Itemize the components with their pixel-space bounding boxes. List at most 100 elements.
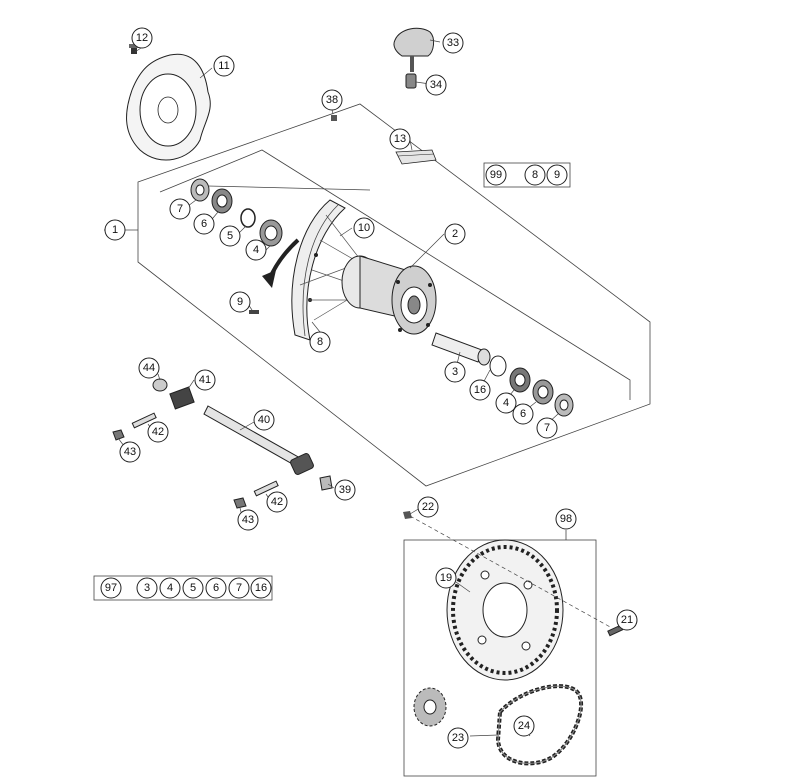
adjuster-bolt-upper bbox=[112, 412, 157, 441]
svg-text:12: 12 bbox=[136, 32, 148, 44]
svg-text:99: 99 bbox=[490, 169, 502, 181]
svg-text:19: 19 bbox=[440, 572, 452, 584]
svg-text:42: 42 bbox=[152, 426, 164, 438]
callout-7-left: 7 bbox=[169, 198, 191, 220]
kit-97-box bbox=[93, 575, 273, 601]
svg-text:5: 5 bbox=[190, 582, 196, 594]
svg-text:43: 43 bbox=[242, 514, 254, 526]
brake-disc bbox=[126, 53, 211, 161]
svg-text:40: 40 bbox=[258, 414, 270, 426]
svg-text:8: 8 bbox=[317, 336, 323, 348]
callout-7-right: 7 bbox=[536, 417, 558, 439]
callout-24: 24 bbox=[513, 715, 535, 737]
svg-text:7: 7 bbox=[236, 582, 242, 594]
svg-text:13: 13 bbox=[394, 133, 406, 145]
callout-42-lower: 42 bbox=[266, 491, 288, 513]
kit-97-item-5: 5 bbox=[182, 577, 204, 599]
svg-text:3: 3 bbox=[144, 582, 150, 594]
svg-text:4: 4 bbox=[253, 244, 259, 256]
svg-text:16: 16 bbox=[255, 582, 267, 594]
callout-98: 98 bbox=[555, 508, 577, 530]
callout-6-right: 6 bbox=[512, 403, 534, 425]
spoke-nipple bbox=[249, 310, 259, 314]
svg-text:39: 39 bbox=[339, 484, 351, 496]
axle bbox=[203, 405, 314, 475]
kit-99-item-8: 8 bbox=[524, 164, 546, 186]
left-bearing-stack bbox=[190, 178, 283, 247]
svg-text:22: 22 bbox=[422, 501, 434, 513]
chain-adjuster bbox=[152, 378, 195, 410]
valve-cap bbox=[331, 115, 337, 121]
callout-10: 10 bbox=[353, 217, 375, 239]
svg-text:21: 21 bbox=[621, 614, 633, 626]
callout-23: 23 bbox=[447, 727, 469, 749]
wheel-rim bbox=[291, 199, 346, 341]
svg-text:38: 38 bbox=[326, 94, 338, 106]
svg-text:9: 9 bbox=[237, 296, 243, 308]
rotation-arrow-head bbox=[262, 270, 276, 288]
svg-text:33: 33 bbox=[447, 37, 459, 49]
svg-text:24: 24 bbox=[518, 720, 530, 732]
cush-drive-part bbox=[393, 27, 435, 89]
callout-12: 12 bbox=[131, 27, 153, 49]
rear-sprocket bbox=[446, 539, 564, 681]
callout-22: 22 bbox=[417, 496, 439, 518]
callout-4-left: 4 bbox=[245, 239, 267, 261]
kit-97-item-6: 6 bbox=[205, 577, 227, 599]
svg-text:7: 7 bbox=[544, 422, 550, 434]
svg-text:4: 4 bbox=[503, 397, 509, 409]
callout-34: 34 bbox=[425, 74, 447, 96]
callout-4-right: 4 bbox=[495, 392, 517, 414]
callout-6-left: 6 bbox=[193, 213, 215, 235]
callout-5: 5 bbox=[219, 225, 241, 247]
svg-text:6: 6 bbox=[520, 408, 526, 420]
svg-text:42: 42 bbox=[271, 496, 283, 508]
hub-inner-frame bbox=[159, 149, 631, 400]
wheel-hub bbox=[341, 255, 437, 335]
callout-97: 97 bbox=[100, 577, 122, 599]
kit-97-item-16: 16 bbox=[250, 577, 272, 599]
svg-text:34: 34 bbox=[430, 79, 442, 91]
assembly-axis bbox=[409, 515, 613, 629]
front-sprocket bbox=[413, 687, 447, 727]
callout-8: 8 bbox=[309, 331, 331, 353]
callout-99: 99 bbox=[485, 164, 507, 186]
callout-13: 13 bbox=[389, 128, 411, 150]
svg-text:6: 6 bbox=[213, 582, 219, 594]
axle-cap bbox=[319, 475, 333, 491]
adjuster-bolt-lower bbox=[233, 480, 279, 509]
callout-11: 11 bbox=[213, 55, 235, 77]
svg-text:8: 8 bbox=[532, 169, 538, 181]
svg-text:97: 97 bbox=[105, 582, 117, 594]
svg-text:1: 1 bbox=[112, 224, 118, 236]
kit-97-item-4: 4 bbox=[159, 577, 181, 599]
svg-text:7: 7 bbox=[177, 203, 183, 215]
callout-42-upper: 42 bbox=[147, 421, 169, 443]
svg-text:43: 43 bbox=[124, 446, 136, 458]
callout-40: 40 bbox=[253, 409, 275, 431]
right-bearing-stack bbox=[431, 332, 574, 417]
svg-text:16: 16 bbox=[474, 384, 486, 396]
callout-19: 19 bbox=[435, 567, 457, 589]
callout-38: 38 bbox=[321, 89, 343, 111]
disc-bolt bbox=[129, 44, 139, 54]
kit-97-item-7: 7 bbox=[228, 577, 250, 599]
callout-16: 16 bbox=[469, 379, 491, 401]
svg-text:4: 4 bbox=[167, 582, 173, 594]
kit-99-box bbox=[483, 162, 571, 188]
rim-tape bbox=[395, 149, 437, 165]
svg-text:2: 2 bbox=[452, 228, 458, 240]
kit-99-item-9: 9 bbox=[546, 164, 568, 186]
sprocket-nut bbox=[403, 511, 412, 519]
drive-chain bbox=[495, 684, 584, 766]
callout-43-upper: 43 bbox=[119, 441, 141, 463]
callout-44: 44 bbox=[138, 357, 160, 379]
svg-text:6: 6 bbox=[201, 218, 207, 230]
leader-bearing-axis bbox=[207, 185, 371, 191]
callout-41: 41 bbox=[194, 369, 216, 391]
callout-2: 2 bbox=[444, 223, 466, 245]
callout-33: 33 bbox=[442, 32, 464, 54]
callout-1: 1 bbox=[104, 219, 126, 241]
